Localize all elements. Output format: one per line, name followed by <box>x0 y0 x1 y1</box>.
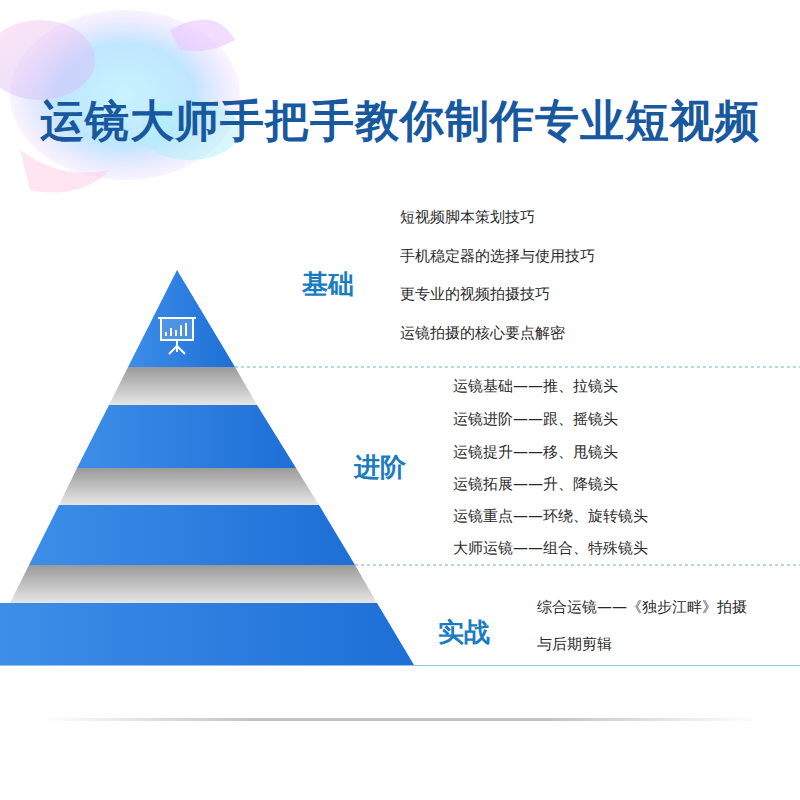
topic-item: 运镜进阶——跟、摇镜头 <box>453 410 618 429</box>
topic-item: 短视频脚本策划技巧 <box>400 208 535 227</box>
topic-item: 更专业的视频拍摄技巧 <box>400 285 550 304</box>
tier-label: 实战 <box>438 615 490 650</box>
topic-item: 运镜提升——移、甩镜头 <box>453 443 618 462</box>
tier-band <box>29 505 355 565</box>
tier-base <box>0 603 414 665</box>
topic-item: 运镜基础——推、拉镜头 <box>453 377 618 396</box>
tier-gap <box>10 565 377 603</box>
tier-gap <box>109 367 257 405</box>
tier-top <box>128 270 235 367</box>
tier-label: 进阶 <box>354 450 406 485</box>
topic-item: 大师运镜——组合、特殊镜头 <box>453 539 648 558</box>
tier-band <box>77 405 296 468</box>
topic-item: 运镜拓展——升、降镜头 <box>453 475 618 494</box>
divider <box>355 565 800 566</box>
tier-gap <box>59 468 319 505</box>
divider <box>235 367 800 368</box>
divider <box>0 665 800 666</box>
topic-item: 手机稳定器的选择与使用技巧 <box>400 247 595 266</box>
topic-item: 运镜拍摄的核心要点解密 <box>400 324 565 343</box>
title-heading: 运镜大师手把手教你制作专业短视频 <box>40 92 760 151</box>
tier-label: 基础 <box>302 267 354 302</box>
topic-item: 综合运镜——《独步江畔》拍摄与后期剪辑 <box>537 589 759 663</box>
footer-rule <box>40 718 760 721</box>
board-icon <box>158 318 196 354</box>
topic-item: 运镜重点——环绕、旋转镜头 <box>453 507 648 526</box>
